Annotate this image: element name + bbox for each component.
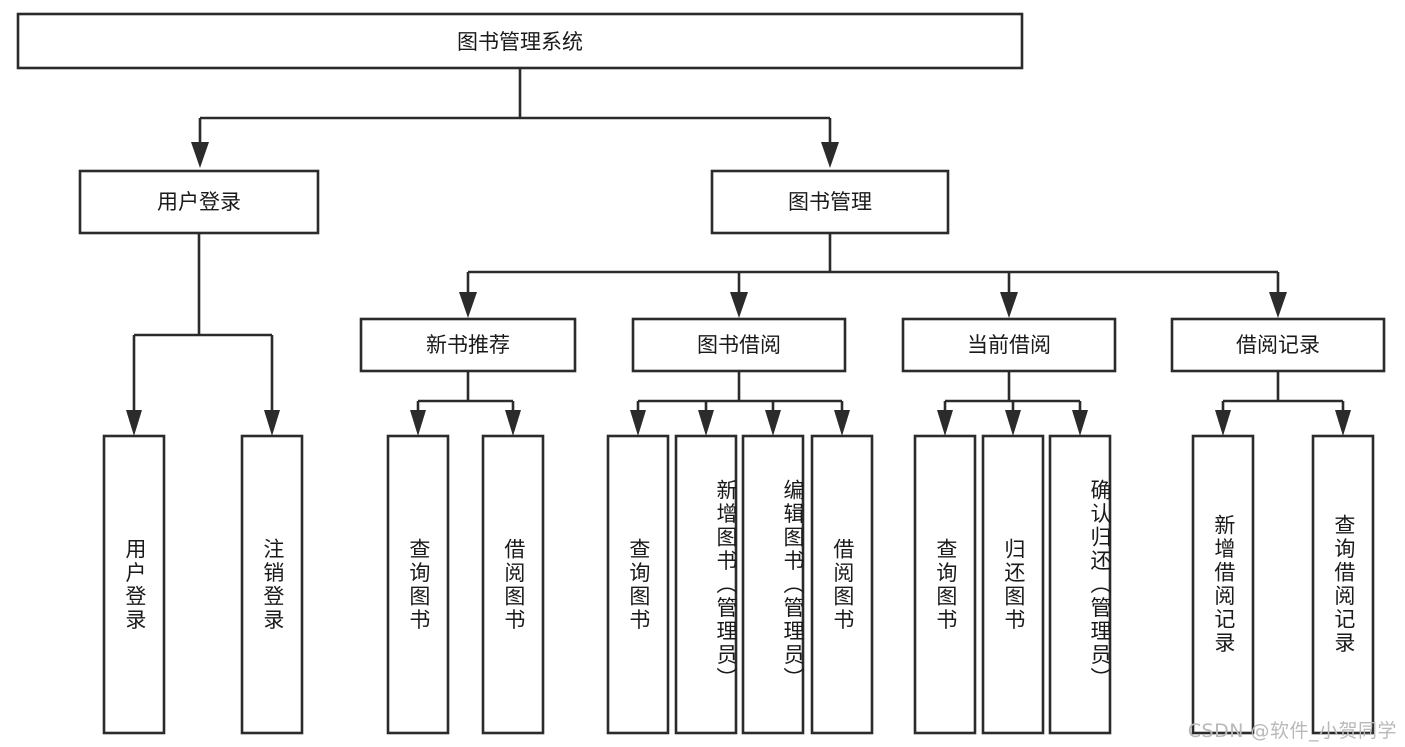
connector-group-book-management [459,233,1287,318]
leaf-box-confirm-return[interactable] [1048,434,1112,735]
arrow-head-icon [264,410,280,436]
leaf-box-query-book-3[interactable] [913,434,977,735]
node-book-borrow[interactable]: 图书借阅 [631,317,847,373]
node-new-book-recommend[interactable]: 新书推荐 [359,317,577,373]
arrow-head-icon [459,292,477,318]
arrow-head-icon [1269,292,1287,318]
arrow-head-icon [937,410,953,436]
connector-group-current-borrow [937,371,1088,436]
node-book-management[interactable]: 图书管理 [710,169,950,235]
arrow-head-icon [698,410,714,436]
arrow-head-icon [410,410,426,436]
leaf-box-user-login[interactable] [102,434,166,735]
arrow-head-icon [1215,410,1231,436]
leaf-box-query-book-1[interactable] [386,434,450,735]
node-root-label: 图书管理系统 [457,30,583,54]
node-book-borrow-box[interactable] [631,317,847,373]
node-book-borrow-label: 图书借阅 [697,333,781,357]
node-user-login[interactable]: 用户登录 [78,169,320,235]
leaf-boxes-group [102,434,1375,735]
leaf-box-logout[interactable] [240,434,304,735]
arrow-head-icon [765,410,781,436]
arrow-head-icon [505,410,521,436]
arrow-head-icon [730,292,748,318]
node-current-borrow-box[interactable] [901,317,1117,373]
node-book-management-label: 图书管理 [788,190,872,214]
arrow-head-icon [1005,410,1021,436]
leaf-box-return-book[interactable] [981,434,1045,735]
leaf-box-query-record[interactable] [1311,434,1375,735]
leaf-box-query-book-2[interactable] [606,434,670,735]
node-root[interactable]: 图书管理系统 [16,12,1024,70]
leaf-box-borrow-book-1[interactable] [481,434,545,735]
leaf-box-borrow-book-2[interactable] [810,434,874,735]
leaf-box-add-book[interactable] [674,434,738,735]
leaf-box-add-record[interactable] [1191,434,1255,735]
arrow-head-icon [126,410,142,436]
node-borrow-record[interactable]: 借阅记录 [1170,317,1386,373]
arrow-head-icon [834,410,850,436]
connector-group-book-borrow [630,371,850,436]
node-current-borrow-label: 当前借阅 [967,333,1051,357]
arrow-head-icon [630,410,646,436]
node-new-book-recommend-label: 新书推荐 [426,333,510,357]
node-user-login-label: 用户登录 [157,190,241,214]
node-user-login-box[interactable] [78,169,320,235]
arrow-head-icon [1335,410,1351,436]
arrow-head-icon [821,142,839,168]
node-current-borrow[interactable]: 当前借阅 [901,317,1117,373]
arrow-head-icon [1072,410,1088,436]
node-new-book-recommend-box[interactable] [359,317,577,373]
node-borrow-record-box[interactable] [1170,317,1386,373]
connector-group-borrow-record [1215,371,1351,436]
arrow-head-icon [1000,292,1018,318]
connector-group-new-book-recommend [410,371,521,436]
leaf-box-edit-book[interactable] [741,434,805,735]
node-borrow-record-label: 借阅记录 [1236,333,1320,357]
connector-group-user-login [126,233,280,436]
connector-group-root [191,68,839,168]
arrow-head-icon [191,142,209,168]
node-book-management-box[interactable] [710,169,950,235]
node-root-box[interactable] [16,12,1024,70]
